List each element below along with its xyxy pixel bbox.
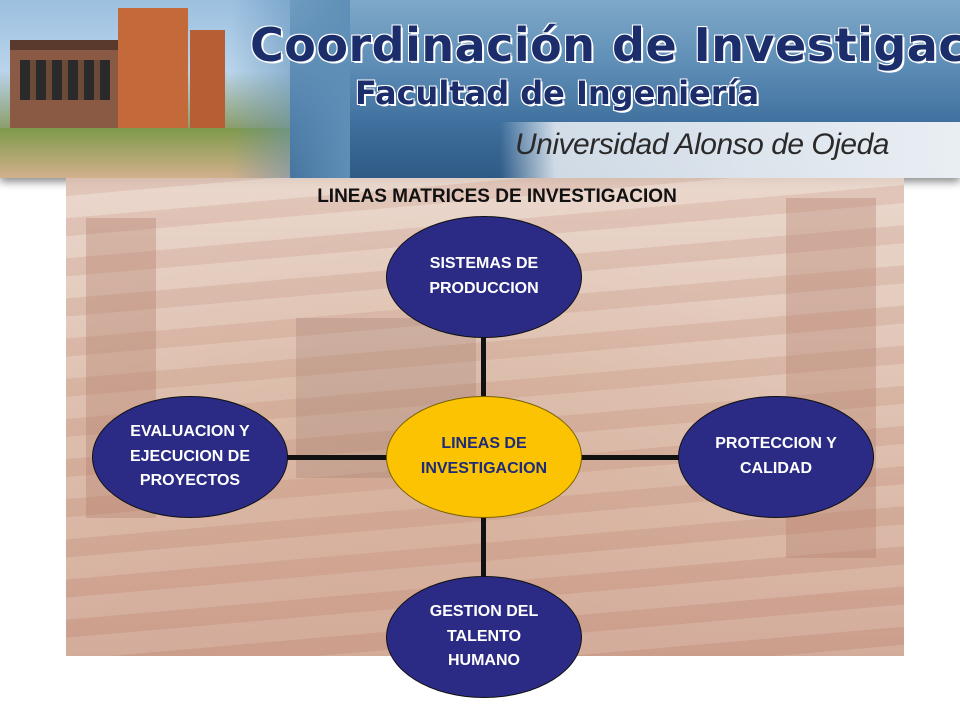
diagram-title: LINEAS MATRICES DE INVESTIGACION [317,186,677,207]
header-banner: Coordinación de Investigación Facultad d… [0,0,960,178]
node-evaluacion-y-ejecucion-de-proyectos: EVALUACION Y EJECUCION DE PROYECTOS [92,396,288,518]
university-name: Universidad Alonso de Ojeda [515,128,889,161]
node-proteccion-y-calidad: PROTECCION Y CALIDAD [678,396,874,518]
node-gestion-del-talento-humano: GESTION DEL TALENTO HUMANO [386,576,582,698]
node-lineas-de-investigacion: LINEAS DE INVESTIGACION [386,396,582,518]
node-sistemas-de-produccion: SISTEMAS DE PRODUCCION [386,216,582,338]
header-subtitle: Facultad de Ingeniería [355,74,760,112]
header-title: Coordinación de Investigación [250,18,960,72]
